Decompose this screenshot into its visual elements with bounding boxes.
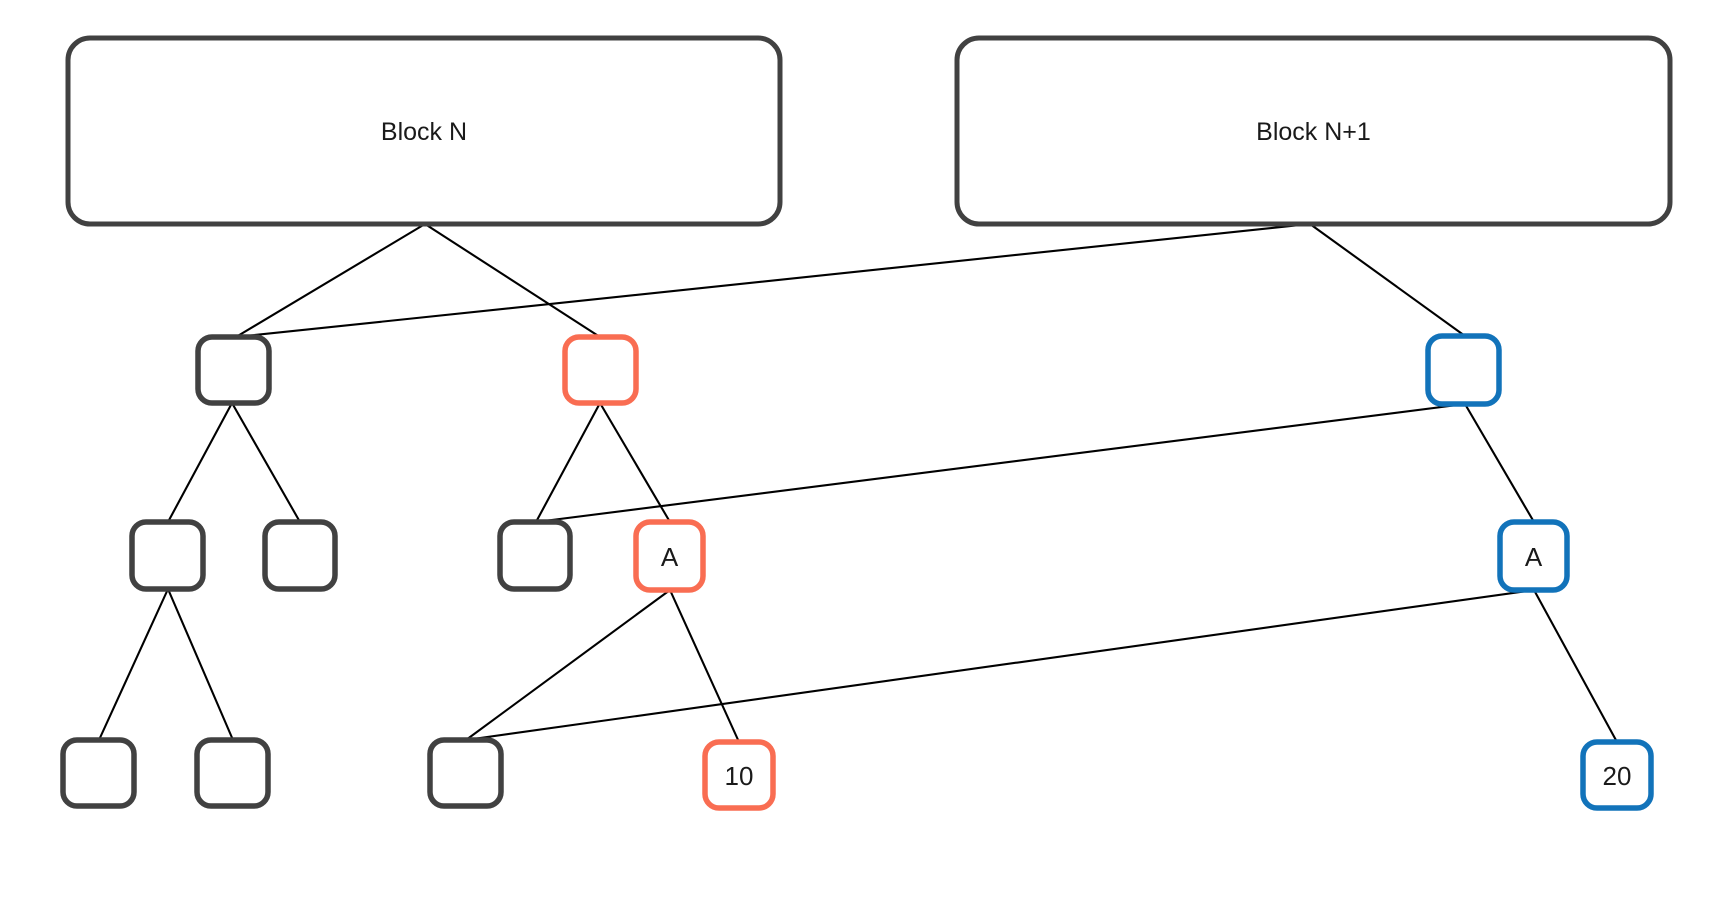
node-label: A [1525,542,1543,572]
tree-edge [1463,402,1536,524]
node-rect [562,334,639,406]
tree-edge [534,402,1467,524]
tree-edge [166,587,235,742]
node-rect [194,737,271,809]
blocks-layer: Block N Block N+1 [65,35,1673,227]
tree-edge [234,222,1312,339]
node-label: 10 [725,761,754,791]
node-rect [262,519,338,592]
tree-edge [1532,588,1619,744]
tree-node[interactable]: 10 [702,739,776,811]
node-rect [195,334,272,406]
node-rect [702,739,776,811]
block-label: Block N+1 [1256,118,1371,146]
block-container[interactable]: Block N [65,35,783,227]
tree-edge [234,222,427,339]
node-rect [60,737,137,809]
node-rect [1425,333,1502,407]
tree-edge [464,588,672,742]
node-label: A [661,542,679,572]
tree-edge [1308,222,1467,338]
block-rect [954,35,1673,227]
node-rect [427,737,504,809]
node-rect [1580,739,1654,811]
tree-node[interactable] [497,519,573,592]
tree-edge [534,401,602,524]
tree-node[interactable]: A [633,519,706,593]
tree-edge [230,401,302,524]
node-rect [497,519,573,592]
tree-edge [464,588,1536,742]
tree-edge [598,401,672,524]
tree-node[interactable] [262,519,338,592]
edges-layer [97,222,1619,744]
tree-node[interactable] [129,519,206,592]
tree-node[interactable] [60,737,137,809]
tree-node[interactable]: 20 [1580,739,1654,811]
node-rect [633,519,706,593]
tree-node[interactable] [427,737,504,809]
tree-edge [668,588,741,744]
tree-node[interactable] [195,334,272,406]
block-rect [65,35,783,227]
tree-node[interactable]: A [1497,519,1570,593]
block-label: Block N [381,118,467,146]
node-rect [1497,519,1570,593]
tree-edge [97,587,170,742]
tree-node[interactable] [194,737,271,809]
tree-node[interactable] [562,334,639,406]
nodes-layer: A A 10 20 [60,333,1654,811]
node-label: 20 [1603,761,1632,791]
tree-edge [166,401,234,524]
tree-node[interactable] [1425,333,1502,407]
tree-edge [423,222,602,339]
node-rect [129,519,206,592]
block-container[interactable]: Block N+1 [954,35,1673,227]
